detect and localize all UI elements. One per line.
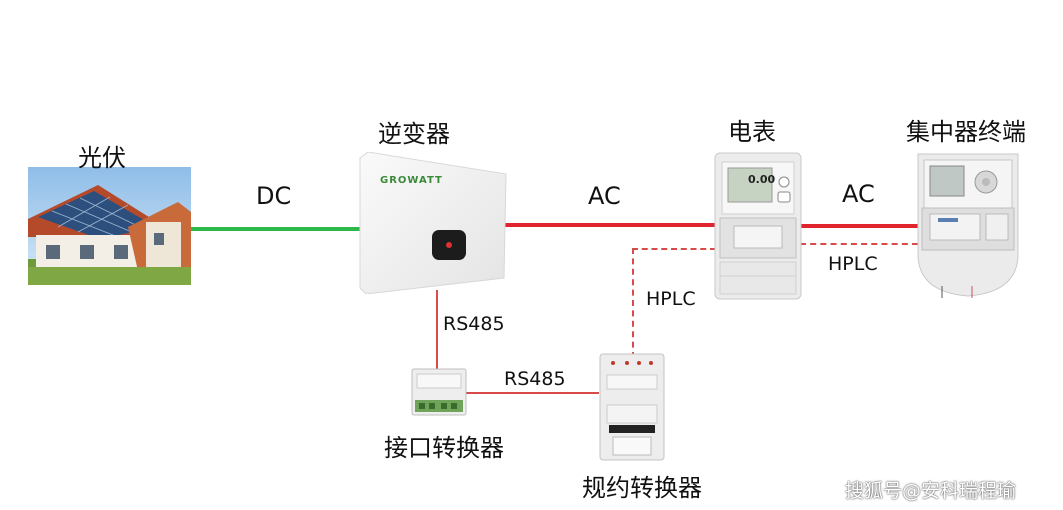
interface-converter-label: 接口转换器	[384, 434, 504, 462]
protocol-converter-label: 规约转换器	[582, 474, 702, 502]
concentrator-image	[917, 153, 1019, 298]
meter-label: 电表	[728, 118, 776, 146]
inverter-label: 逆变器	[378, 120, 450, 148]
ac-label-1: AC	[588, 182, 621, 210]
concentrator-label: 集中器终端	[906, 118, 1026, 146]
protocol-converter-image	[599, 353, 665, 461]
rs485-label-2: RS485	[504, 368, 566, 390]
pv-house-image	[28, 167, 191, 285]
ac-wire-inverter-meter	[505, 223, 715, 227]
rs485-wire-vertical	[436, 290, 438, 370]
rs485-label-1: RS485	[443, 313, 505, 335]
hplc-wire-meter-concentrator	[800, 243, 918, 245]
watermark: 搜狐号@安科瑞程瑜	[845, 480, 1017, 502]
inverter-image	[359, 152, 507, 294]
hplc-wire-horizontal	[632, 248, 716, 250]
dc-wire	[190, 227, 362, 231]
interface-converter-image	[411, 368, 467, 416]
inverter-brand: GROWATT	[380, 175, 443, 186]
dc-label: DC	[256, 182, 292, 210]
ac-label-2: AC	[842, 180, 875, 208]
ac-wire-meter-concentrator	[800, 224, 918, 228]
hplc-label-1: HPLC	[828, 253, 878, 275]
hplc-label-2: HPLC	[646, 288, 696, 310]
pv-label: 光伏	[78, 144, 126, 172]
rs485-wire-horizontal	[465, 392, 599, 394]
hplc-wire-vertical	[632, 248, 634, 358]
meter-image	[714, 152, 802, 300]
meter-display-value: 0.00	[748, 173, 776, 186]
